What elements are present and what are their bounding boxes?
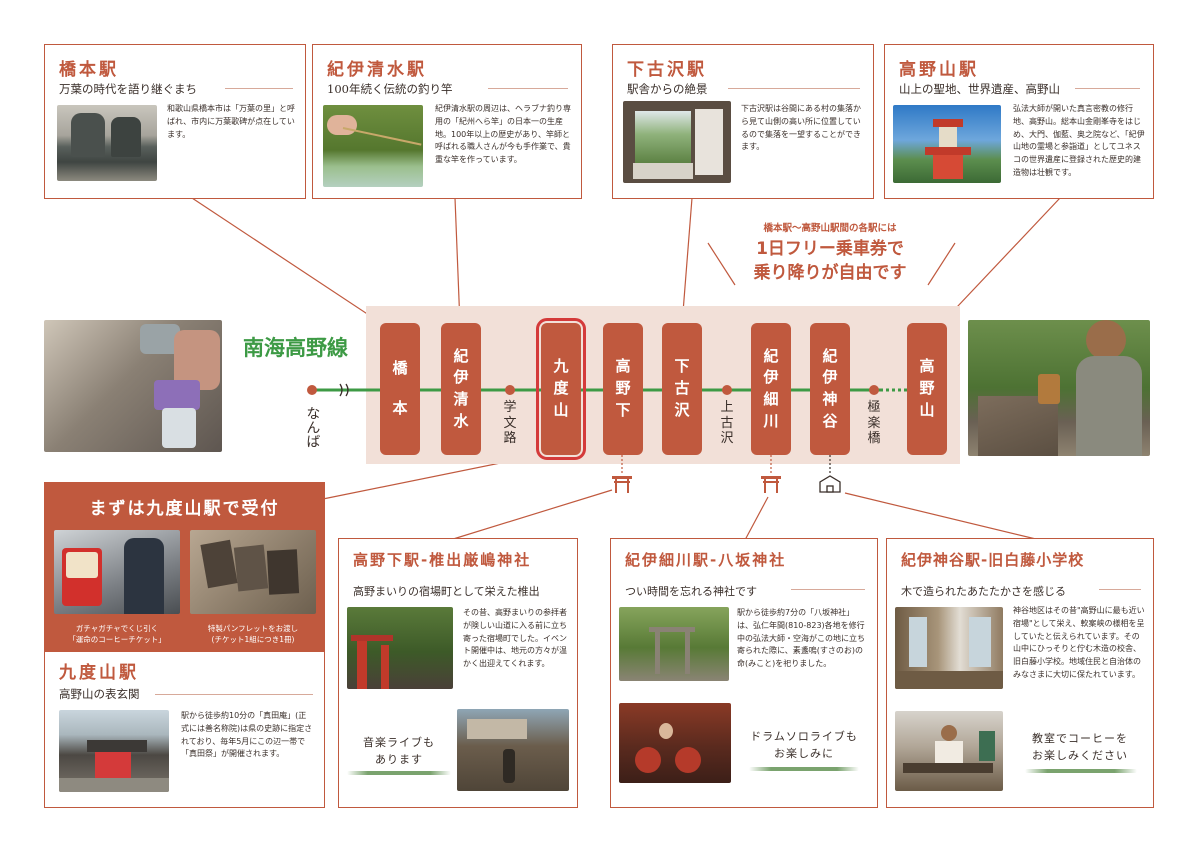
school-icon <box>819 475 841 493</box>
photo-school-corridor <box>895 607 1003 689</box>
card-koyasan: 高野山駅 山上の聖地、世界遺産、高野山 弘法大師が開いた真言密教の修行地、高野山… <box>884 44 1154 199</box>
card-body: その昔、高野まいりの参拝者が険しい山道に入る前に立ち寄った宿場町でした。イベント… <box>463 608 567 669</box>
minor-station-gokurakubashi: 極 楽 橋 <box>867 400 881 447</box>
divider <box>225 88 293 89</box>
photo-music-live <box>457 709 569 791</box>
minor-station-gakumonji: 学 文 路 <box>503 400 517 447</box>
divider <box>728 88 860 89</box>
card-kudoyama: 九度山駅 高野山の表玄関 駅から徒歩約10分の「真田庵」(正式には善名称院)は県… <box>44 652 325 808</box>
card-body: 駅から徒歩約10分の「真田庵」(正式には善名称院)は県の史跡に指定されており、毎… <box>181 711 313 759</box>
event-text: 教室でコーヒーを お楽しみください <box>1032 732 1128 762</box>
station-shimokosawa[interactable]: 下 古 沢 <box>662 323 702 455</box>
photo-classroom-coffee <box>895 711 1003 791</box>
station-kii-shimizu[interactable]: 紀 伊 清 水 <box>441 323 481 455</box>
photo-gacha <box>54 530 180 614</box>
station-koyashita[interactable]: 高 野 下 <box>603 323 643 455</box>
card-kii-hosokawa: 紀伊細川駅-八坂神社 つい時間を忘れる神社です 駅から徒歩約7分の「八坂神社」は… <box>610 538 878 808</box>
card-body: 駅から徒歩約7分の「八坂神社」は、弘仁年間(810-823)各地を修行中の弘法大… <box>737 608 865 669</box>
free-pass-small: 橋本駅〜高野山駅間の各駅には <box>763 223 897 234</box>
card-title: 橋本駅 <box>59 60 119 80</box>
reception-caption-right: 特製パンフレットをお渡し (チケット1組につき1冊) <box>207 624 299 644</box>
card-body: 弘法大師が開いた真言密教の修行地、高野山。総本山金剛峯寺をはじめ、大門、伽藍、奥… <box>1013 104 1145 177</box>
free-pass-line1: 1日フリー乗車券で <box>756 239 904 259</box>
event-text: 音楽ライブも あります <box>363 736 435 766</box>
card-shimokosawa: 下古沢駅 駅舎からの絶景 下古沢駅は谷間にある村の集落から見て山側の高い所に位置… <box>612 44 874 199</box>
free-pass-banner: 橋本駅〜高野山駅間の各駅には 1日フリー乗車券で 乗り降りが自由です <box>730 220 930 286</box>
card-title: 九度山駅 <box>59 663 139 683</box>
card-body: 神谷地区はその昔"高野山に最も近い宿場"として栄え、軟案峡の様相を呈していたと伝… <box>1013 606 1145 679</box>
station-kii-kamiya[interactable]: 紀 伊 神 谷 <box>810 323 850 455</box>
card-title: 紀伊細川駅-八坂神社 <box>625 551 787 569</box>
divider <box>1075 88 1140 89</box>
photo-kudoyama-station <box>59 710 169 792</box>
minor-station-kamikosawa: 上 古 沢 <box>720 400 734 447</box>
photo-drum-live <box>619 703 731 783</box>
card-title: 高野山駅 <box>899 60 979 80</box>
photo-pamphlets <box>190 530 316 614</box>
brush-stroke <box>1025 769 1137 773</box>
station-hashimoto[interactable]: 橋 本 <box>380 323 420 455</box>
card-subtitle: 高野山の表玄関 <box>59 687 140 701</box>
card-title: 高野下駅-椎出厳嶋神社 <box>353 551 532 569</box>
station-koyasan[interactable]: 高 野 山 <box>907 323 947 455</box>
photo-station-view <box>623 101 731 183</box>
minor-station-dot <box>722 385 732 395</box>
card-body: 下古沢駅は谷間にある村の集落から見て山側の高い所に位置しているので集落を一望する… <box>741 104 861 152</box>
station-kudoyama[interactable]: 九 度 山 <box>536 318 586 460</box>
photo-yasaka-shrine <box>619 607 729 681</box>
divider <box>791 589 865 590</box>
card-koyashita: 高野下駅-椎出厳嶋神社 高野まいりの宿場町として栄えた椎出 その昔、高野まいりの… <box>338 538 578 808</box>
divider <box>488 88 568 89</box>
card-kii-shimizu: 紀伊清水駅 100年続く伝統の釣り竿 紀伊清水駅の周辺は、ヘラブナ釣り専用の「紀… <box>312 44 582 199</box>
card-body: 和歌山県橋本市は「万葉の里」と呼ばれ、市内に万葉歌碑が点在しています。 <box>167 104 295 139</box>
card-title: 紀伊神谷駅-旧白藤小学校 <box>901 551 1085 569</box>
divider <box>155 694 313 695</box>
card-hashimoto: 橋本駅 万葉の時代を語り継ぐまち 和歌山県橋本市は「万葉の里」と呼ばれ、市内に万… <box>44 44 306 199</box>
card-subtitle: 山上の聖地、世界遺産、高野山 <box>899 82 1060 96</box>
card-subtitle: 駅舎からの絶景 <box>627 82 708 96</box>
free-pass-line2: 乗り降りが自由です <box>753 262 907 283</box>
card-subtitle: 木で造られたあたたかさを感じる <box>901 585 1066 598</box>
reception-box: まずは九度山駅で受付 ガチャガチャでくじ引く 「運命のコーヒーチケット」 特製パ… <box>44 482 325 652</box>
brush-stroke <box>347 771 451 775</box>
torii-icon <box>612 476 632 493</box>
start-station-label: なんば <box>304 406 321 448</box>
card-title: 下古沢駅 <box>627 60 707 80</box>
photo-coffee-pour <box>44 320 222 452</box>
card-body: 紀伊清水駅の周辺は、ヘラブナ釣り専用の「紀州へら竿」の日本一の生産地。100年以… <box>435 104 571 165</box>
card-subtitle: 100年続く伝統の釣り竿 <box>327 82 453 96</box>
card-subtitle: つい時間を忘れる神社です <box>625 585 757 598</box>
line-name: 南海高野線 <box>243 336 348 360</box>
reception-caption-left: ガチャガチャでくじ引く 「運命のコーヒーチケット」 <box>68 624 166 644</box>
photo-shrine-torii <box>347 607 453 689</box>
card-subtitle: 高野まいりの宿場町として栄えた椎出 <box>353 585 540 598</box>
card-kii-kamiya: 紀伊神谷駅-旧白藤小学校 木で造られたあたたかさを感じる 神谷地区はその昔"高野… <box>886 538 1154 808</box>
brush-stroke <box>749 767 859 771</box>
reception-title: まずは九度山駅で受付 <box>89 499 280 519</box>
event-text: ドラムソロライブも お楽しみに <box>750 730 858 760</box>
card-subtitle: 万葉の時代を語り継ぐまち <box>59 82 197 96</box>
minor-station-dot <box>505 385 515 395</box>
photo-fishing-rod <box>323 105 423 187</box>
divider <box>1099 589 1141 590</box>
photo-pagoda <box>893 105 1001 183</box>
torii-icon <box>761 476 781 493</box>
station-kii-hosokawa[interactable]: 紀 伊 細 川 <box>751 323 791 455</box>
minor-station-dot <box>869 385 879 395</box>
card-title: 紀伊清水駅 <box>327 60 427 80</box>
photo-monuments <box>57 105 157 181</box>
photo-woman-coffee <box>968 320 1150 456</box>
